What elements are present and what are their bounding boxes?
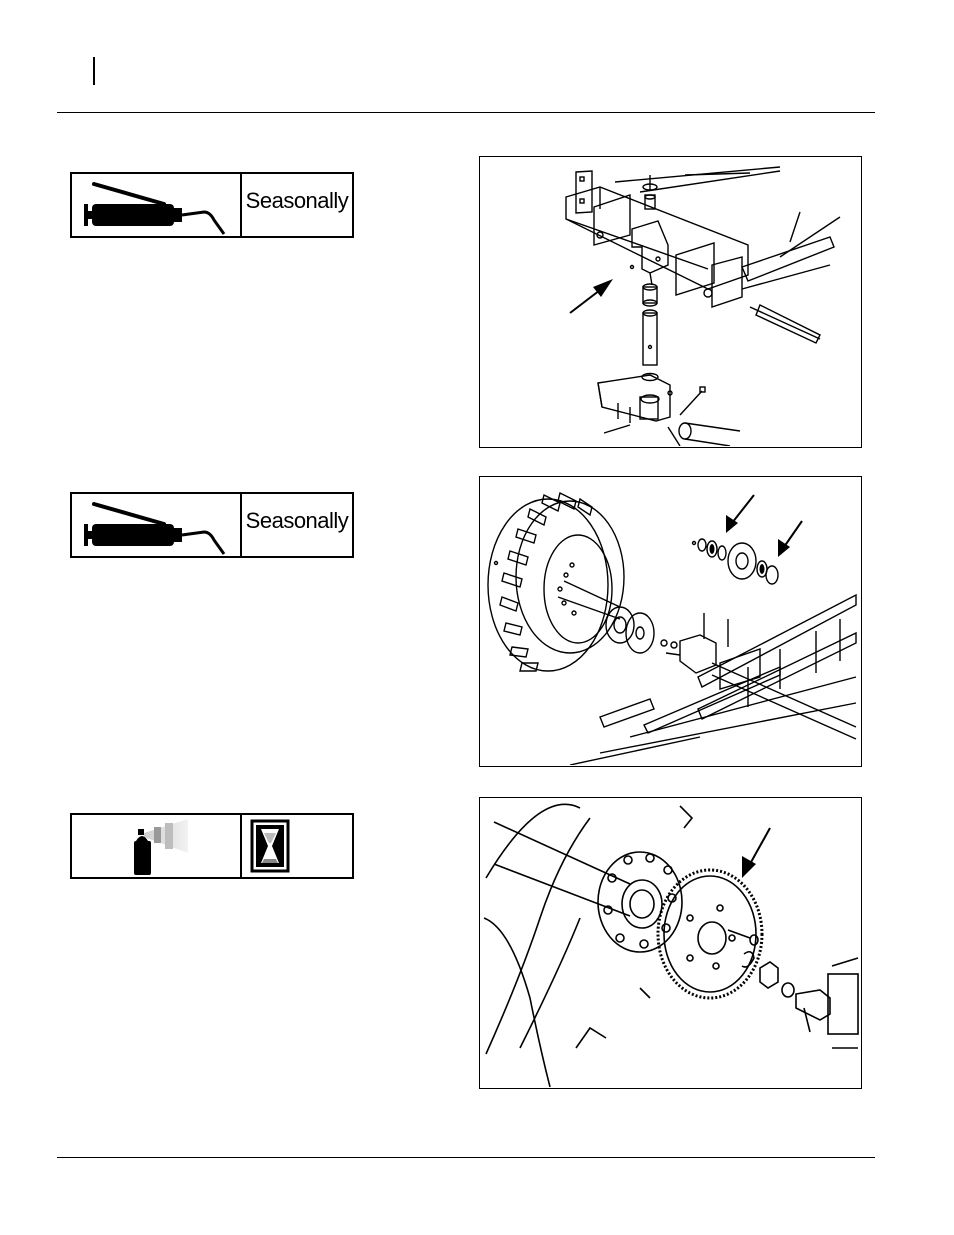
interval-label: Seasonally (242, 174, 352, 236)
callout-arrow-icon (742, 828, 770, 878)
lubrication-interval-box-2: Seasonally (70, 492, 354, 558)
header-rule (57, 112, 875, 113)
grease-gun-icon (72, 494, 242, 556)
figure-wheel-hub-assembly (479, 476, 862, 767)
figure-sprocket-hub-assembly (479, 797, 862, 1089)
lubrication-interval-box-3 (70, 813, 354, 879)
lubrication-interval-box-1: Seasonally (70, 172, 354, 238)
interval-label: Seasonally (242, 494, 352, 556)
header-tick-mark (93, 57, 95, 85)
callout-arrow-icon (778, 521, 802, 557)
callout-arrow-icon (726, 495, 754, 533)
footer-rule (57, 1157, 875, 1158)
grease-gun-icon (72, 174, 242, 236)
figure-pivot-pin-assembly (479, 156, 862, 448)
callout-arrow-icon (570, 279, 613, 313)
hourglass-icon (242, 815, 352, 877)
spray-can-icon (72, 815, 242, 877)
